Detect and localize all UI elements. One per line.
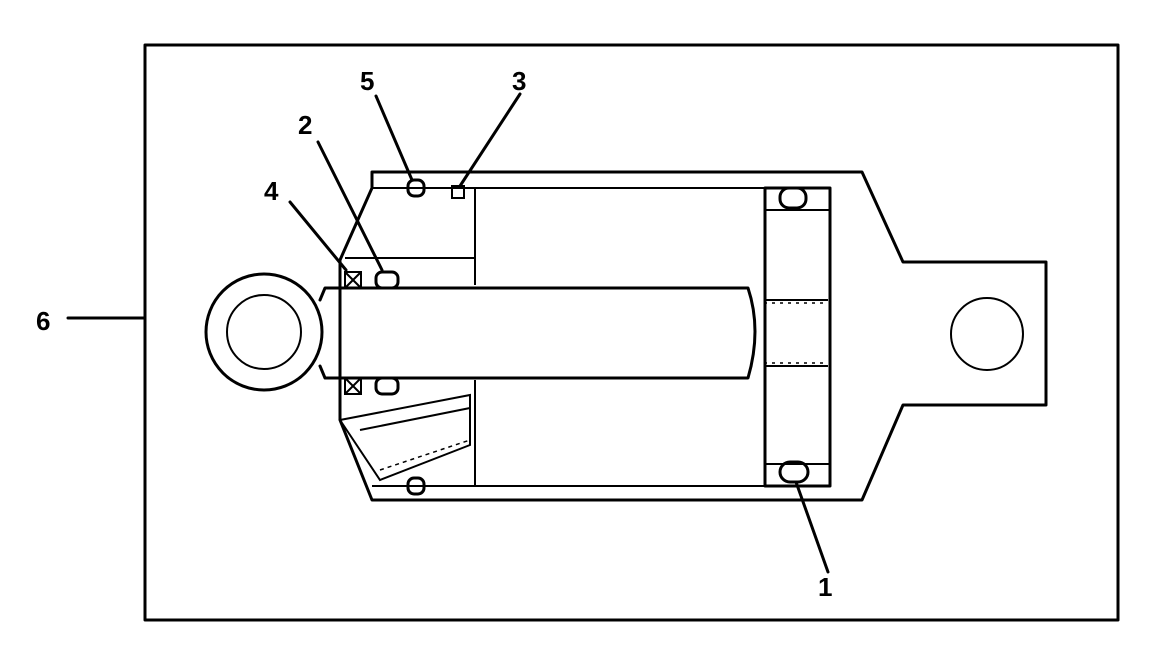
- callout-3: 3: [512, 66, 526, 96]
- callout-4: 4: [264, 176, 279, 206]
- wiper-seal-top-x2: [344, 271, 362, 289]
- wiper-seal-bottom: [344, 377, 362, 395]
- head-oring-top: [406, 178, 426, 198]
- callout-5: 5: [360, 66, 374, 96]
- rod-eye-bore: [226, 294, 302, 370]
- rod-seal-bottom: [374, 376, 400, 396]
- callout-6: 6: [36, 306, 50, 336]
- piston-seal-top: [778, 186, 808, 210]
- diagram-frame: [143, 43, 1120, 622]
- piston: [763, 186, 832, 488]
- callout-2: 2: [298, 110, 312, 140]
- piston-seal-bottom: [778, 460, 810, 484]
- leader-2: [316, 140, 384, 272]
- mount-eye-bore: [950, 297, 1024, 371]
- retaining-ring-section: [338, 393, 471, 482]
- cylinder-body: [338, 170, 1048, 502]
- wiper-seal-top: [344, 271, 362, 289]
- rod-seal-top: [374, 270, 400, 290]
- head-oring-bottom: [406, 476, 426, 496]
- leader-4: [288, 200, 348, 272]
- retaining-ring-dash: [379, 439, 471, 471]
- retaining-ring-line: [359, 407, 471, 431]
- wiper-seal-bottom-x2: [344, 377, 362, 395]
- callout-1: 1: [818, 572, 832, 602]
- leader-3: [458, 92, 522, 188]
- leader-1: [794, 480, 830, 574]
- leader-5: [374, 94, 414, 182]
- piston-rod: [318, 286, 757, 380]
- backup-ring-top: [451, 185, 465, 199]
- rod-eye-outer: [204, 272, 324, 392]
